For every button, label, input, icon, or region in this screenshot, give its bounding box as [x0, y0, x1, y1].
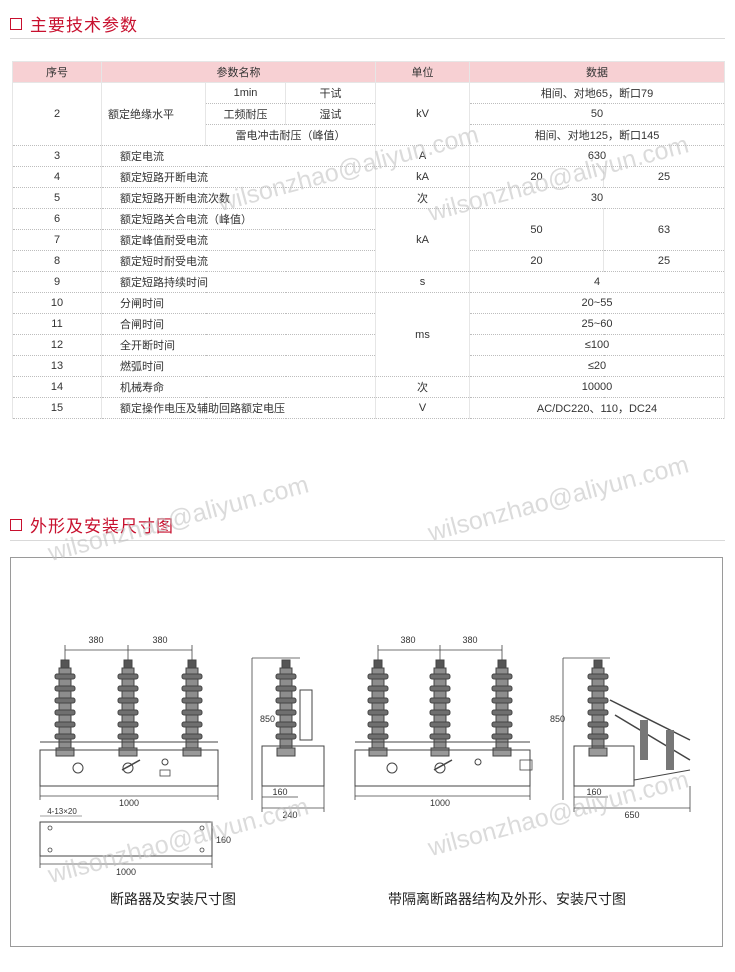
square-icon — [10, 17, 22, 30]
table-row: 7 额定峰值耐受电流 — [12, 229, 725, 251]
dim-label: 160 — [586, 787, 601, 797]
dim-label: 380 — [152, 635, 167, 645]
dim-label: 160 — [216, 835, 231, 845]
left-front-view — [39, 645, 219, 800]
table-row: 4 额定短路开断电流 kA 20 25 — [12, 166, 725, 188]
left-side-view — [251, 657, 325, 812]
table-row: 9 额定短路持续时间 s 4 — [12, 271, 725, 293]
header-no: 序号 — [12, 61, 102, 83]
dim-label: 380 — [400, 635, 415, 645]
table-row: 6 额定短路关合电流（峰值） kA 50 63 — [12, 208, 725, 272]
dim-label: 1000 — [430, 798, 450, 808]
table-row: 14 机械寿命 次 10000 — [12, 376, 725, 398]
right-front-view — [354, 645, 533, 800]
dim-label: 1000 — [119, 798, 139, 808]
section-title-specs: 主要技术参数 — [10, 11, 138, 36]
left-base-plan — [39, 815, 213, 868]
table-row: 12 全开断时间 ≤100 — [12, 334, 725, 356]
dim-label: 380 — [462, 635, 477, 645]
table-row: 雷电冲击耐压（峰值） 相间、对地125，断口145 — [13, 124, 725, 146]
section-divider — [10, 540, 725, 541]
section-divider — [10, 38, 725, 39]
section-title-drawings: 外形及安装尺寸图 — [10, 512, 174, 537]
table-row: 2 额定绝缘水平 1min 干试 kV 相间、对地65，断口79 — [12, 82, 725, 146]
dim-label: 4-13×20 — [47, 807, 77, 816]
table-row: 工频耐压 湿试 50 — [13, 103, 725, 125]
caption-left: 断路器及安装尺寸图 — [110, 891, 236, 907]
dim-label: 850 — [550, 714, 565, 724]
table-row: 13 燃弧时间 ≤20 — [12, 355, 725, 377]
table-row: 11 合闸时间 25~60 — [12, 313, 725, 335]
section-title-text: 外形及安装尺寸图 — [30, 517, 174, 536]
section-title-text: 主要技术参数 — [30, 16, 138, 35]
table-row: 8 额定短时耐受电流 20 25 — [12, 250, 725, 272]
dim-label: 1000 — [116, 867, 136, 877]
table-row: 10 分闸时间 ms 20~55 — [12, 292, 725, 377]
dim-label: 240 — [282, 810, 297, 820]
dim-label: 850 — [260, 714, 275, 724]
dim-label: 650 — [624, 810, 639, 820]
header-data: 数据 — [469, 61, 725, 83]
caption-right: 带隔离断路器结构及外形、安装尺寸图 — [388, 891, 626, 907]
table-row: 3 额定电流 A 630 — [12, 145, 725, 167]
table-header-row: 序号 参数名称 单位 数据 — [12, 61, 725, 83]
dim-label: 160 — [272, 787, 287, 797]
header-unit: 单位 — [375, 61, 470, 83]
dim-label: 380 — [88, 635, 103, 645]
drawing-frame — [10, 557, 723, 947]
table-row: 5 额定短路开断电流次数 次 30 — [12, 187, 725, 209]
square-icon — [10, 518, 22, 531]
right-side-view — [562, 657, 691, 812]
spec-table: 序号 参数名称 单位 数据 2 额定绝缘水平 1min 干试 kV 相间、对地6… — [12, 61, 725, 419]
header-param: 参数名称 — [101, 61, 376, 83]
table-row: 15 额定操作电压及辅助回路额定电压 V AC/DC220、110，DC24 — [12, 397, 725, 419]
